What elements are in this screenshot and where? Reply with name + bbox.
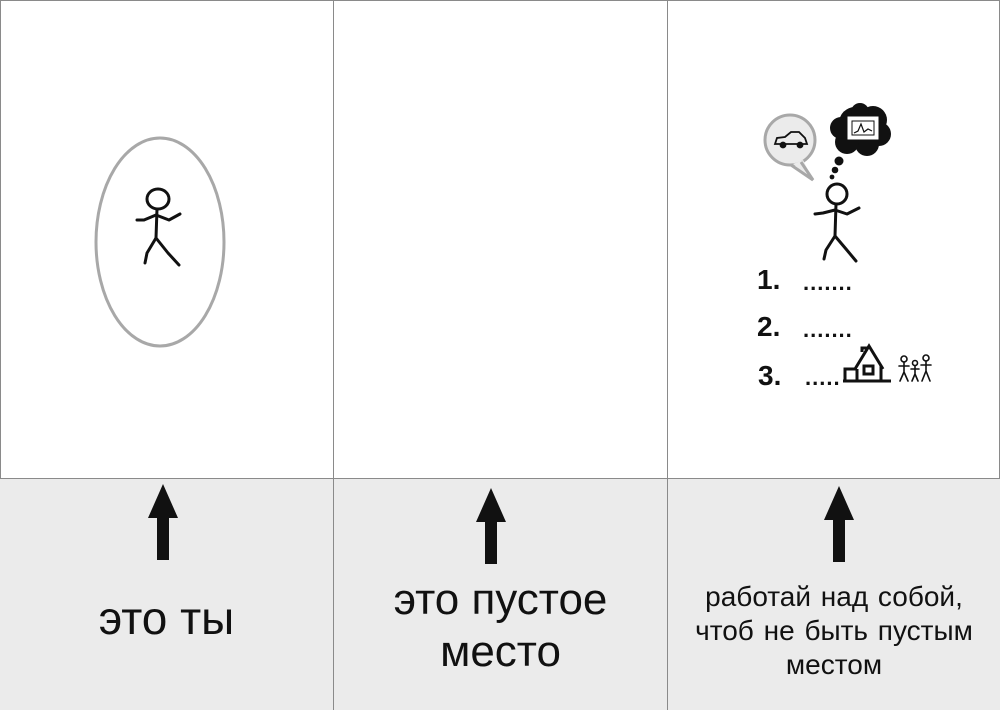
family-icon [898, 354, 932, 382]
panel-divider-1 [333, 0, 334, 710]
panel-divider-2 [667, 0, 668, 710]
caption-empty-place: это пустое место [393, 575, 608, 676]
highlight-ellipse [94, 136, 226, 348]
caption-this-is-you: это ты [98, 592, 235, 644]
horizontal-divider [0, 478, 1000, 479]
panel-1-illustration [94, 136, 226, 348]
list-dots-2: ....... [803, 317, 853, 342]
car-icon [773, 131, 809, 149]
list-number-3: 3. [758, 360, 782, 391]
panel-3-illustration [763, 103, 891, 263]
stick-figure-icon [813, 182, 861, 263]
stick-figure-icon [135, 187, 182, 267]
chart-icon [847, 116, 879, 140]
list-number-1: 1. [757, 264, 781, 295]
up-arrow-icon [476, 488, 506, 564]
list-dots-3: ..... [805, 365, 841, 390]
list-dots-1: ....... [803, 270, 853, 295]
thought-cloud [829, 103, 891, 180]
up-arrow-icon [148, 484, 178, 560]
house-icon [843, 343, 891, 383]
speech-bubble [763, 113, 817, 182]
caption-work-on-yourself: работай над собой, чтоб не быть пустым м… [695, 581, 973, 680]
up-arrow-icon [824, 486, 854, 562]
list-number-2: 2. [757, 311, 781, 342]
